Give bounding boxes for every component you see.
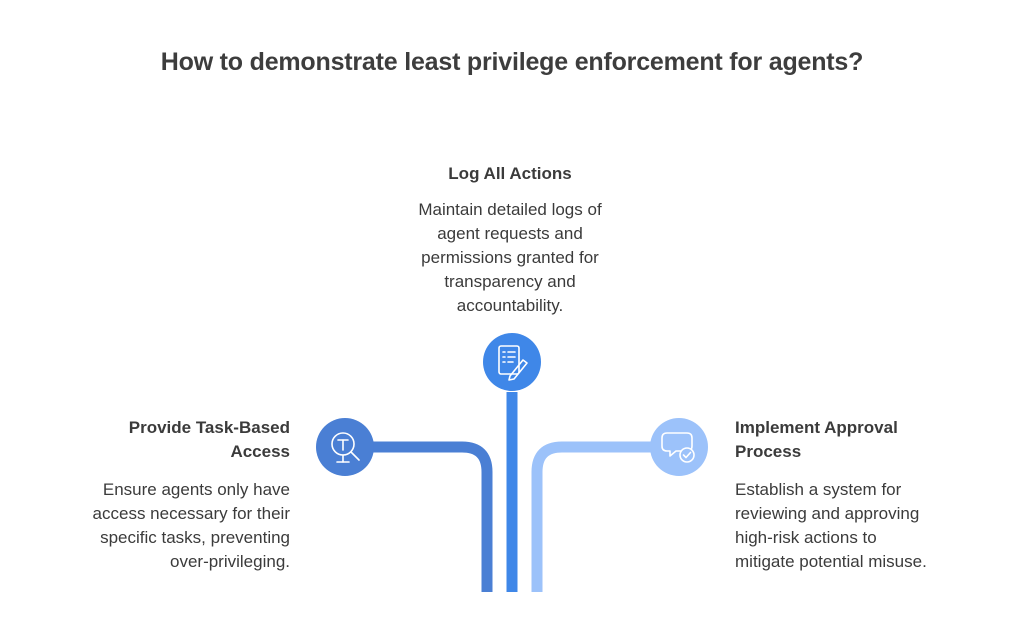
approval-process-heading-line: Implement Approval	[735, 418, 898, 437]
approval-process-line: mitigate potential misuse.	[735, 552, 927, 571]
task-based-access-description: Ensure agents only have access necessary…	[40, 478, 290, 574]
task-based-access-heading: Provide Task-Based Access	[40, 416, 290, 464]
approval-process-line: Establish a system for	[735, 480, 902, 499]
task-based-access-line: Ensure agents only have	[102, 480, 290, 499]
page-title: How to demonstrate least privilege enfor…	[160, 48, 864, 76]
right-branch-connector	[531, 441, 652, 592]
log-actions-description: Maintain detailed logs of agent requests…	[372, 198, 648, 318]
task-based-access-line: specific tasks, preventing	[100, 528, 290, 547]
log-actions-line: Maintain detailed logs of	[418, 200, 602, 219]
approval-process-line: high-risk actions to	[735, 528, 877, 547]
magnifier-task-icon	[316, 418, 374, 476]
approval-process-line: reviewing and approving	[735, 504, 920, 523]
approval-process-heading-line: Process	[735, 442, 802, 461]
task-based-access-heading-line: Access	[230, 442, 290, 461]
task-based-access-block: Provide Task-Based Access Ensure agents …	[40, 416, 290, 574]
left-branch-connector	[372, 441, 493, 592]
approval-process-heading: Implement Approval Process	[735, 416, 995, 464]
approval-process-description: Establish a system for reviewing and app…	[735, 478, 995, 574]
approval-process-block: Implement Approval Process Establish a s…	[735, 416, 995, 574]
task-based-access-line: over-privileging.	[170, 552, 290, 571]
log-actions-heading: Log All Actions	[448, 164, 572, 183]
log-actions-line: transparency and	[444, 272, 576, 291]
task-based-access-line: access necessary for their	[92, 504, 290, 523]
chat-check-icon	[650, 418, 708, 476]
log-actions-line: permissions granted for	[421, 248, 599, 267]
log-actions-line: agent requests and	[437, 224, 583, 243]
task-based-access-heading-line: Provide Task-Based	[128, 418, 290, 437]
log-actions-line: accountability.	[456, 296, 564, 315]
log-actions-block: Log All Actions Maintain detailed logs o…	[372, 162, 648, 318]
document-edit-icon	[483, 333, 541, 391]
